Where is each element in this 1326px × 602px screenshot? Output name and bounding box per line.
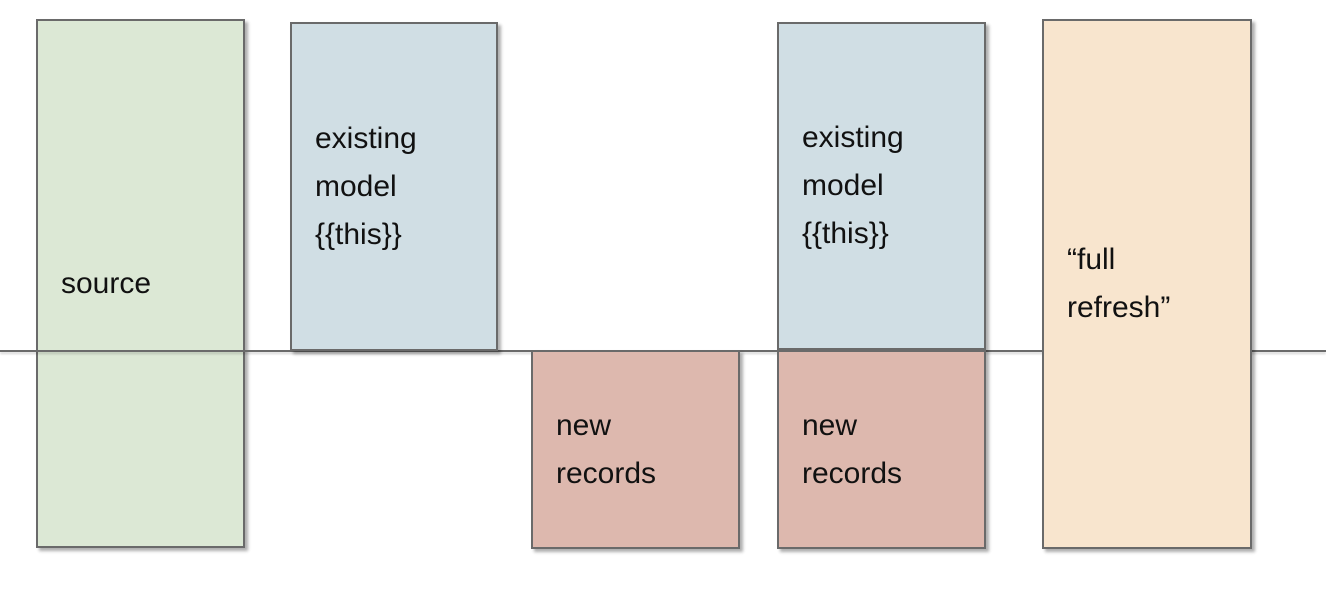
full-refresh-box: “full refresh” xyxy=(1042,19,1252,549)
new-records-box-2: new records xyxy=(777,350,986,549)
new-records-label-1: new records xyxy=(556,408,657,490)
source-label: source xyxy=(61,266,152,300)
existing-model-label-2: existing model {{this}} xyxy=(802,121,904,250)
new-records-label-2: new records xyxy=(802,408,903,490)
source-box: source xyxy=(36,19,245,548)
existing-model-box-2: existing model {{this}} xyxy=(777,22,986,350)
existing-model-box-1: existing model {{this}} xyxy=(290,22,498,351)
full-refresh-label: “full refresh” xyxy=(1067,243,1171,324)
existing-model-label-1: existing model {{this}} xyxy=(315,121,417,251)
new-records-box-1: new records xyxy=(531,350,740,549)
